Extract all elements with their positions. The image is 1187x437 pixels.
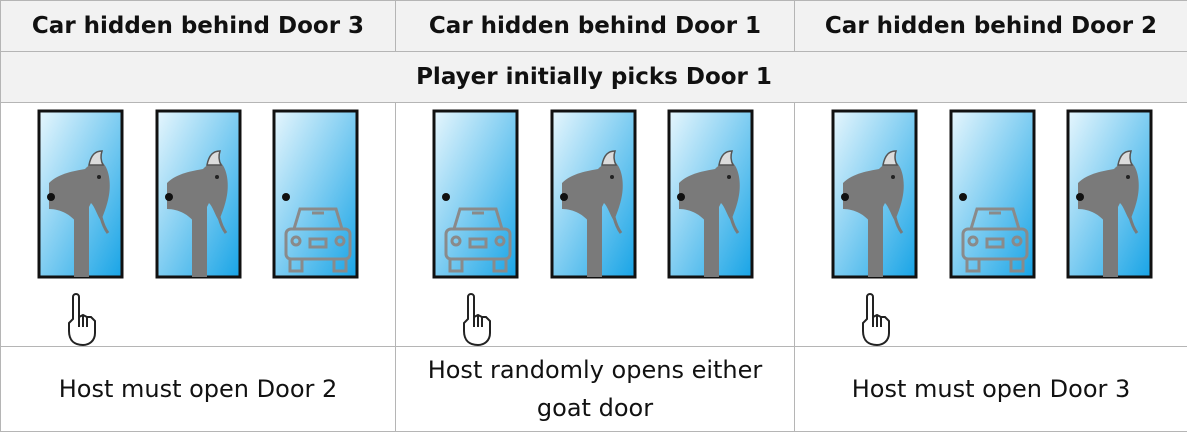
door-knob-icon	[841, 193, 849, 201]
outcome-text: Host randomly opens either goat door	[427, 356, 763, 422]
outcome-cell-2: Host randomly opens either goat door	[395, 346, 795, 432]
doors-scene	[831, 109, 1153, 346]
goat-icon	[562, 150, 623, 277]
doors-scene	[432, 109, 754, 346]
outcome-cell-1: Host must open Door 2	[0, 346, 396, 432]
scene-column-1	[0, 102, 396, 347]
door-3	[272, 109, 359, 279]
player-pick-label: Player initially picks Door 1	[0, 51, 1187, 103]
pointing-hand-icon	[68, 293, 96, 346]
scene-row	[0, 102, 1187, 347]
scene-column-3	[794, 102, 1187, 347]
door-knob-icon	[47, 193, 55, 201]
car-icon	[961, 207, 1029, 273]
outcome-text: Host must open Door 3	[851, 375, 1131, 403]
door-2	[155, 109, 242, 279]
pick-row: Player initially picks Door 1	[0, 51, 1187, 103]
scene-column-2	[395, 102, 795, 347]
door-1	[432, 109, 519, 279]
goat-icon	[167, 150, 228, 277]
door-2	[550, 109, 637, 279]
car-icon	[284, 207, 352, 273]
door-knob-icon	[442, 193, 450, 201]
outcome-text: Host must open Door 2	[58, 375, 338, 403]
doors-scene	[37, 109, 359, 346]
pointing-hand-icon	[862, 293, 890, 346]
door-knob-icon	[677, 193, 685, 201]
door-knob-icon	[1076, 193, 1084, 201]
door-knob-icon	[560, 193, 568, 201]
goat-icon	[679, 150, 740, 277]
outcome-cell-3: Host must open Door 3	[794, 346, 1187, 432]
door-1	[831, 109, 918, 279]
car-icon	[444, 207, 512, 273]
door-2	[949, 109, 1036, 279]
door-knob-icon	[165, 193, 173, 201]
door-knob-icon	[959, 193, 967, 201]
column-header-door-2: Car hidden behind Door 2	[794, 0, 1187, 52]
column-header-door-3: Car hidden behind Door 3	[0, 0, 396, 52]
outcome-row: Host must open Door 2 Host randomly open…	[0, 346, 1187, 432]
door-knob-icon	[282, 193, 290, 201]
door-3	[667, 109, 754, 279]
goat-icon	[1078, 150, 1139, 277]
door-1	[37, 109, 124, 279]
pointing-hand-icon	[463, 293, 491, 346]
door-3	[1066, 109, 1153, 279]
header-row: Car hidden behind Door 3 Car hidden behi…	[0, 0, 1187, 52]
goat-icon	[49, 150, 110, 277]
goat-icon	[843, 150, 904, 277]
column-header-door-1: Car hidden behind Door 1	[395, 0, 795, 52]
